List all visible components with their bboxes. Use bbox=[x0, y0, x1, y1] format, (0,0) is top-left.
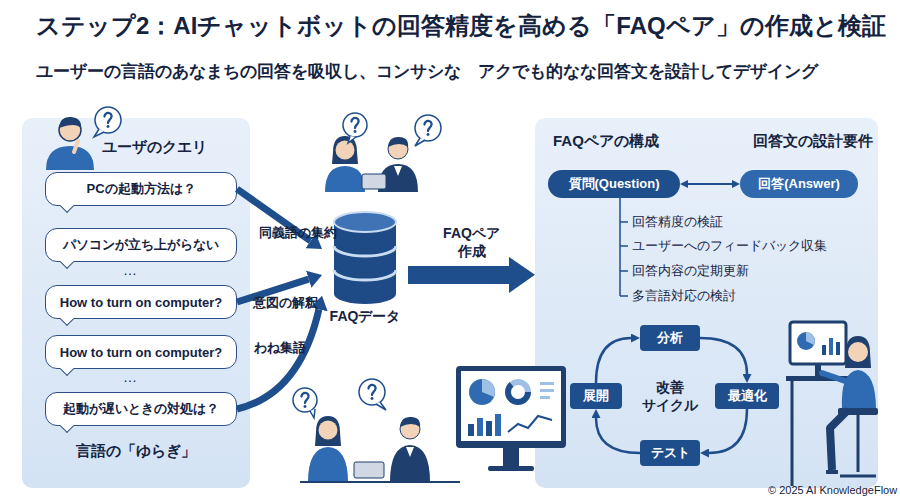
node-text: 言語の「ゆらぎ」 bbox=[22, 442, 250, 461]
people-illustration bbox=[302, 393, 309, 408]
database-cylinder bbox=[334, 270, 396, 280]
people-illustration bbox=[400, 417, 420, 427]
people-illustration bbox=[415, 115, 441, 141]
dashboard-monitor bbox=[503, 448, 519, 466]
people-illustration bbox=[336, 141, 355, 160]
people-illustration bbox=[390, 445, 430, 482]
dashboard-monitor bbox=[469, 379, 495, 405]
query-bubble: 起動が遅いときの対処は？ bbox=[45, 392, 237, 426]
people-illustration bbox=[325, 113, 441, 192]
people-illustration bbox=[308, 447, 348, 482]
subtitle-text: ユーザーの言語のあなまちの回答を吸収し、コンサシな アクでも的なな回答文を設計し… bbox=[36, 60, 818, 83]
node-text: パソコンが立ち上がらない bbox=[63, 236, 219, 254]
node-text: How to turn on computer? bbox=[60, 345, 222, 360]
people-illustration bbox=[378, 164, 418, 192]
people-illustration bbox=[388, 137, 408, 147]
people-illustration bbox=[376, 402, 386, 410]
people-illustration bbox=[315, 416, 341, 446]
bullet-text: 多言語対応の検討 bbox=[632, 287, 736, 305]
edge-label: FAQペア 作成 bbox=[436, 225, 508, 261]
cycle-step: 展開 bbox=[570, 383, 622, 409]
node-text: FAQペアの構成 bbox=[553, 132, 659, 151]
connector-arrow bbox=[408, 266, 509, 284]
node-text: 回答文の設計要件 bbox=[753, 132, 873, 151]
people-illustration bbox=[319, 421, 338, 440]
node-text: 質問(Question) bbox=[569, 175, 660, 193]
dashboard-monitor bbox=[508, 382, 528, 402]
node-text: 回答(Answer) bbox=[758, 175, 840, 193]
node-text: PCの起動方法は？ bbox=[86, 180, 195, 198]
people-illustration bbox=[352, 118, 359, 133]
cycle-step: 分析 bbox=[640, 325, 700, 351]
node-text: 最適化 bbox=[728, 387, 767, 405]
query-bubble: パソコンが立ち上がらない bbox=[45, 228, 237, 262]
dashboard-monitor bbox=[495, 414, 501, 436]
query-bubble: PCの起動方法は？ bbox=[45, 172, 237, 206]
connector-arrow bbox=[688, 183, 732, 185]
edge-label: 意図の解釈 bbox=[253, 294, 318, 312]
database-cylinder bbox=[322, 210, 408, 306]
node-text: 分析 bbox=[657, 329, 683, 347]
node-text: FAQデータ bbox=[310, 308, 420, 326]
people-illustration bbox=[293, 379, 460, 482]
people-illustration bbox=[415, 138, 425, 146]
answer-pill: 回答(Answer) bbox=[740, 170, 858, 198]
cycle-step: 最適化 bbox=[715, 383, 779, 409]
dashboard-monitor bbox=[508, 382, 528, 402]
copyright-note: © 2025 AI KnowledgeFlow bbox=[768, 484, 897, 496]
people-illustration bbox=[310, 409, 315, 418]
dashboard-monitor bbox=[482, 379, 495, 397]
cycle-center-label: 改善 サイクル bbox=[640, 379, 700, 415]
database-cylinder bbox=[334, 246, 396, 256]
ellipsis-mark: … bbox=[110, 262, 150, 278]
people-illustration bbox=[400, 419, 420, 439]
edge-label: 同義語の集約 bbox=[259, 224, 337, 242]
bullet-text: 回答精度の検証 bbox=[632, 213, 723, 231]
ellipsis-mark: … bbox=[110, 369, 150, 385]
people-illustration bbox=[362, 174, 386, 189]
database-cylinder bbox=[334, 212, 396, 232]
query-bubble: How to turn on computer? bbox=[45, 285, 237, 319]
dashboard-monitor bbox=[488, 466, 534, 471]
query-bubble: How to turn on computer? bbox=[45, 335, 237, 369]
people-illustration bbox=[332, 136, 358, 164]
node-text: テスト bbox=[651, 444, 690, 462]
people-illustration bbox=[300, 481, 460, 483]
people-illustration bbox=[325, 166, 365, 192]
people-illustration bbox=[369, 385, 376, 400]
node-text: How to turn on computer? bbox=[60, 295, 222, 310]
people-illustration bbox=[343, 113, 367, 137]
people-illustration bbox=[348, 136, 356, 143]
node-text: ユーザのクエリ bbox=[102, 138, 207, 157]
database-cylinder bbox=[334, 222, 396, 304]
people-illustration bbox=[388, 139, 408, 159]
dashboard-monitor bbox=[486, 421, 492, 436]
people-illustration bbox=[354, 462, 384, 478]
bullet-text: ユーザーへのフィードバック収集 bbox=[632, 237, 827, 255]
question-pill: 質問(Question) bbox=[548, 170, 680, 198]
dashboard-monitor bbox=[468, 424, 474, 436]
people-illustration bbox=[359, 379, 385, 405]
cycle-step: テスト bbox=[640, 440, 700, 466]
people-illustration bbox=[394, 166, 402, 176]
diagram-title: ステップ2：AIチャットボットの回答精度を高める「FAQペア」の作成と検証 bbox=[36, 10, 886, 42]
node-text: 起動が遅いときの対処は？ bbox=[63, 400, 219, 418]
people-illustration bbox=[293, 388, 317, 412]
people-illustration bbox=[406, 447, 414, 457]
dashboard-monitor bbox=[477, 418, 483, 436]
people-illustration bbox=[425, 121, 432, 136]
node-text: 展開 bbox=[583, 387, 609, 405]
edge-label: わね集語 bbox=[254, 339, 306, 357]
query-panel: ユーザのクエリ言語の「ゆらぎ」 PCの起動方法は？ パソコンが立ち上がらない How … bbox=[22, 118, 250, 488]
bullet-text: 回答内容の定期更新 bbox=[632, 262, 749, 280]
